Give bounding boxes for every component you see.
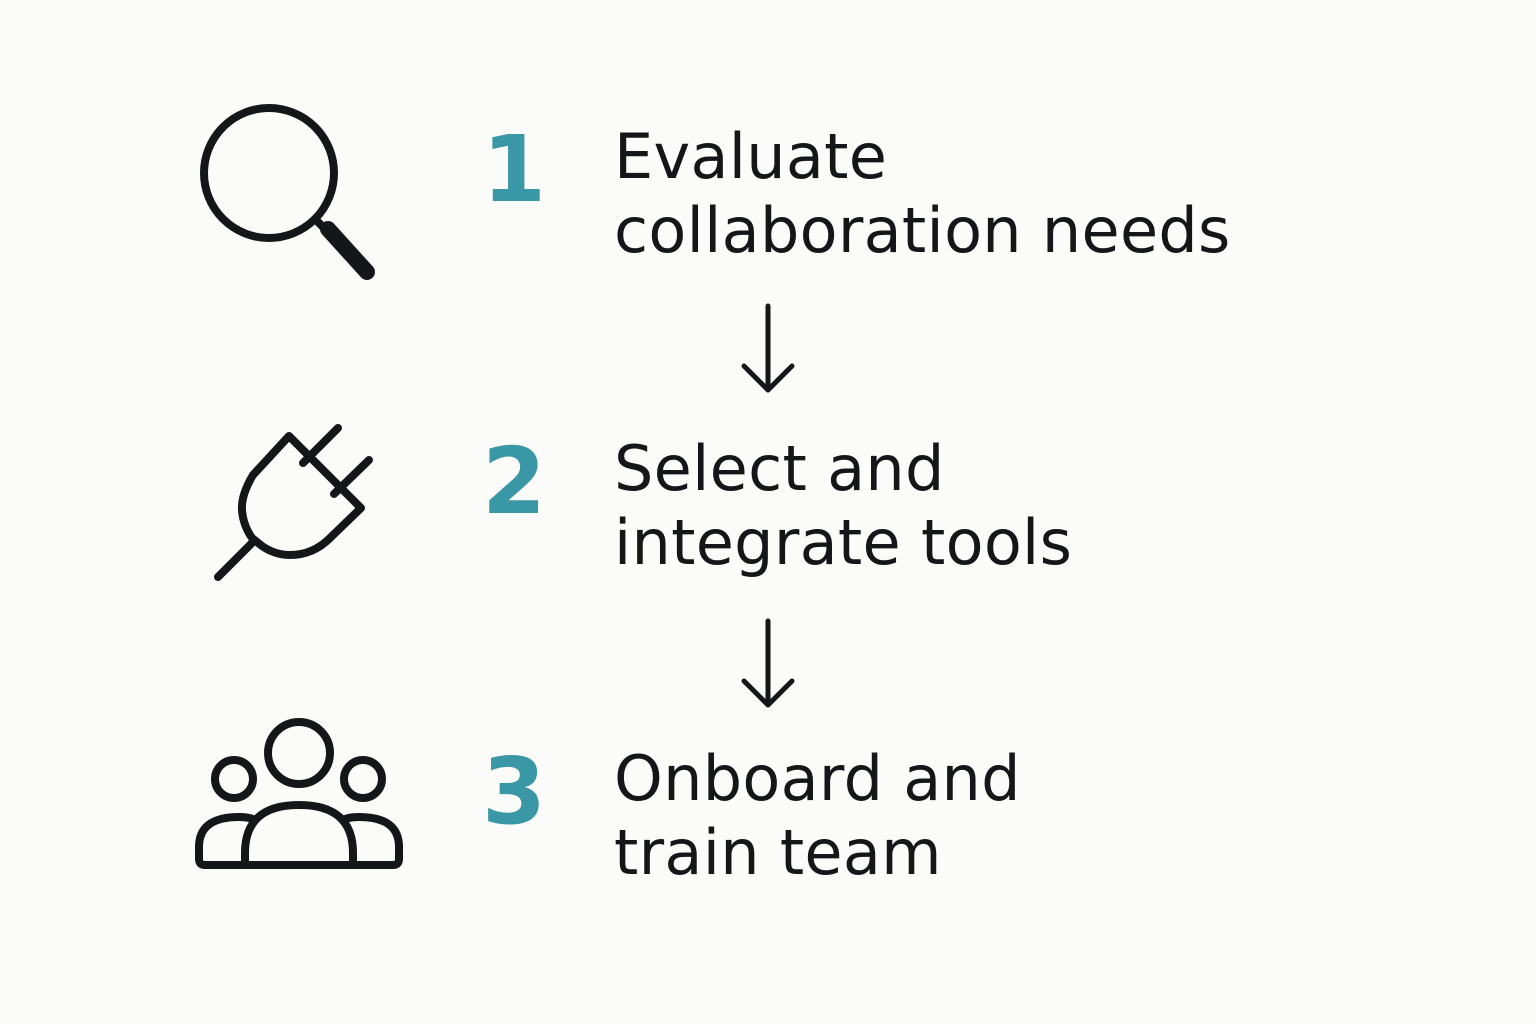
step-label-2-line-1: Select and [614, 432, 945, 505]
arrow-down-icon [738, 617, 798, 713]
team-icon [193, 717, 408, 877]
plug-icon [205, 420, 385, 590]
arrow-down-icon [738, 302, 798, 398]
step-label-1: Evaluate collaboration needs [614, 120, 1231, 268]
magnifying-glass-icon [195, 100, 385, 285]
step-label-3: Onboard and train team [614, 742, 1021, 890]
step-label-2-line-2: integrate tools [614, 506, 1073, 579]
step-number-2: 2 [482, 428, 547, 535]
step-number-3: 3 [482, 738, 547, 845]
step-label-3-line-2: train team [614, 816, 942, 889]
step-label-3-line-1: Onboard and [614, 742, 1021, 815]
step-label-2: Select and integrate tools [614, 432, 1072, 580]
step-label-1-line-2: collaboration needs [614, 194, 1231, 267]
step-label-1-line-1: Evaluate [614, 120, 888, 193]
step-number-1: 1 [482, 116, 547, 223]
